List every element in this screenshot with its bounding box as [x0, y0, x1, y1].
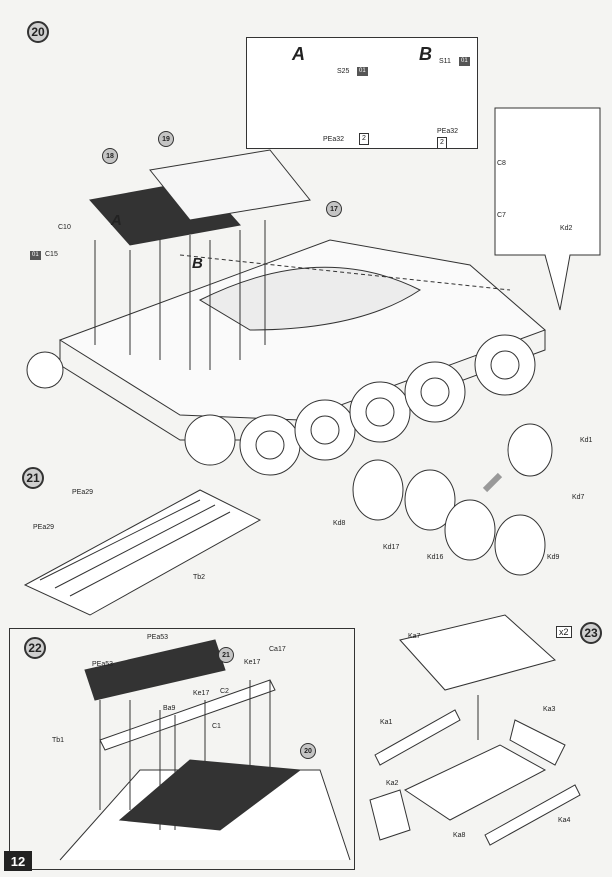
label-ca17: Ca17	[269, 646, 286, 653]
callout-18: 18	[102, 148, 118, 164]
step-23-number: 23	[580, 622, 602, 644]
label-kd7: Kd7	[572, 494, 585, 501]
variant-a-label: A	[292, 44, 305, 64]
label-c15: C15	[45, 251, 58, 258]
label-ka2: Ka2	[386, 780, 399, 787]
step-22-number: 22	[24, 637, 46, 659]
variant-inset-box: A S25 01 PEa32 2 B S11 01 PEa32 2	[246, 37, 478, 149]
step-21-number: 21	[22, 467, 44, 489]
variant-b-label: B	[419, 44, 432, 64]
label-c8: C8	[497, 160, 506, 167]
label-c7: C7	[497, 212, 506, 219]
inset-b-pin-label: PEa32	[437, 128, 459, 135]
inset-a-tag: 01	[357, 67, 368, 76]
label-ka7: Ka7	[408, 633, 421, 640]
label-ka1: Ka1	[380, 719, 393, 726]
label-ka8: Ka8	[453, 832, 466, 839]
hull-variant-a: A	[111, 212, 122, 229]
label-ke17-top: Ke17	[244, 659, 261, 666]
hull-variant-b: B	[192, 255, 203, 272]
inset-a-pin-label: PEa32	[323, 136, 345, 143]
callout-20: 20	[300, 743, 316, 759]
step-22-box	[9, 628, 355, 870]
label-kd9: Kd9	[547, 554, 560, 561]
label-c10: C10	[58, 224, 71, 231]
label-tb2: Tb2	[193, 574, 206, 581]
label-ba9: Ba9	[163, 705, 176, 712]
label-tb1: Tb1	[52, 737, 65, 744]
label-pea53-left: PEa53	[92, 661, 114, 668]
label-kd17: Kd17	[383, 544, 400, 551]
inset-a-part-label: S25	[337, 68, 350, 75]
label-ka3: Ka3	[543, 706, 556, 713]
label-pea29-top: PEa29	[72, 489, 94, 496]
label-kd2: Kd2	[560, 225, 573, 232]
step-20-number: 20	[27, 21, 49, 43]
callout-21: 21	[218, 647, 234, 663]
label-kd16: Kd16	[427, 554, 444, 561]
inset-b-multiplier: 2	[437, 137, 447, 149]
label-ke17-left: Ke17	[193, 690, 210, 697]
callout-17: 17	[326, 201, 342, 217]
label-c15-tag: 01	[30, 251, 41, 260]
inset-a-multiplier: 2	[359, 133, 369, 145]
label-c1: C1	[212, 723, 221, 730]
step-23-multiplier: x2	[556, 626, 572, 638]
label-kd1: Kd1	[580, 437, 593, 444]
label-c2: C2	[220, 688, 229, 695]
callout-19: 19	[158, 131, 174, 147]
page-number: 12	[4, 851, 32, 871]
label-pea53-top: PEa53	[147, 634, 169, 641]
label-pea29-left: PEa29	[33, 524, 55, 531]
label-ka4: Ka4	[558, 817, 571, 824]
label-kd8: Kd8	[333, 520, 346, 527]
inset-b-tag: 01	[459, 57, 470, 66]
inset-b-part-label: S11	[439, 58, 451, 65]
